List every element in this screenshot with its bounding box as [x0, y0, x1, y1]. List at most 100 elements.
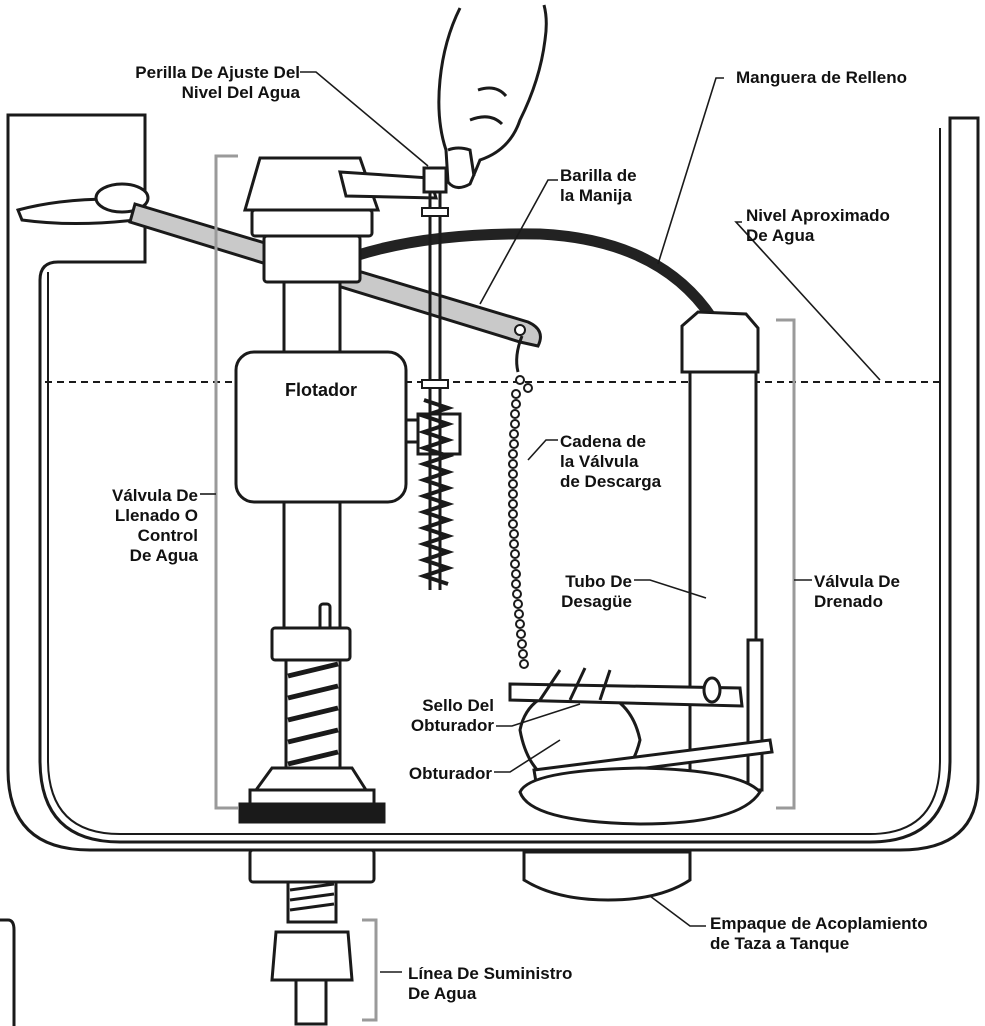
label-line: Manguera de Relleno [736, 68, 907, 87]
label-line: la Válvula [560, 452, 639, 471]
leader-gasket [649, 895, 706, 927]
label-line: Desagüe [561, 592, 632, 611]
label-overflow-tube: Tubo De Desagüe [534, 572, 632, 612]
label-line: Válvula De [112, 486, 198, 505]
label-flapper-seal: Sello Del Obturador [380, 696, 494, 736]
rod-collar [421, 379, 449, 389]
float-cup [234, 350, 408, 504]
supply-connector-thread-lines [289, 882, 335, 912]
leader-hose [657, 77, 724, 265]
label-line: la Manija [560, 186, 632, 205]
fill-valve-lower-shaft [282, 500, 342, 630]
label-flush-valve: Válvula De Drenado [814, 572, 900, 612]
label-line: Control [137, 526, 198, 545]
label-line: Perilla De Ajuste Del [135, 63, 300, 82]
leader-seal [496, 703, 581, 727]
thread-line [287, 661, 339, 679]
flush-valve-seat [518, 766, 762, 826]
supply-tube [294, 978, 328, 1026]
flapper-ribs [538, 667, 612, 701]
chain-link [515, 619, 525, 629]
chain-link [509, 429, 519, 439]
chain-link [512, 589, 522, 599]
leader-chain [527, 439, 558, 461]
label-line: Línea De Suministro [408, 964, 573, 983]
overflow-tube-shape [688, 364, 758, 788]
label-line: Válvula De [814, 572, 900, 591]
fill-valve-threads [287, 661, 339, 767]
label-flapper: Obturador [380, 764, 492, 784]
chain-hook [515, 335, 524, 373]
label-water-level: Nivel Aproximado De Agua [746, 206, 890, 246]
fill-valve-bracket [214, 154, 238, 810]
hand-finger [447, 146, 476, 177]
leader-lines [200, 71, 881, 973]
chain-link [519, 659, 529, 669]
label-refill-hose: Manguera de Relleno [736, 68, 907, 88]
leader-adjust [300, 71, 429, 167]
label-line: De Agua [746, 226, 815, 245]
label-line: Obturador [410, 716, 494, 735]
below-tank-parts [248, 848, 692, 1026]
brackets [214, 154, 796, 1022]
fill-valve-gasket [238, 802, 386, 824]
chain-link [508, 469, 518, 479]
supply-line-bracket [362, 918, 378, 1022]
chain-link [523, 383, 533, 393]
refill-hose-shape [349, 228, 718, 324]
supply-connector-thread [286, 880, 338, 924]
label-line: Barilla de [560, 166, 637, 185]
leader-tube [634, 579, 707, 599]
chain-link [514, 609, 524, 619]
flapper-seal-shape [508, 682, 744, 708]
thread-line [287, 727, 339, 745]
label-line: de Taza a Tanque [710, 934, 850, 953]
adjust-spring [417, 398, 455, 586]
chain-link [515, 375, 525, 385]
chain-link [510, 419, 520, 429]
label-line: Tubo De [565, 572, 632, 591]
label-line: Flotador [285, 380, 357, 400]
chain-link [508, 499, 518, 509]
chain-link [508, 479, 518, 489]
flush-valve-assembly [508, 310, 774, 826]
flapper-chain [508, 335, 533, 669]
tank-to-bowl-gasket-shape [522, 850, 692, 902]
chain-link [508, 489, 518, 499]
tank-inner-line [47, 128, 941, 835]
label-float: Flotador [236, 380, 406, 400]
label-fill-valve: Válvula De Llenado O Control De Agua [60, 486, 198, 566]
overflow-tube-cap [680, 310, 760, 374]
chain-link [508, 449, 518, 459]
chain-link [511, 399, 521, 409]
side-frame [0, 918, 16, 1026]
label-line: Llenado O [114, 506, 198, 525]
fill-valve-nut [270, 626, 352, 662]
chain-link [517, 639, 527, 649]
fill-valve-base-ring [248, 788, 376, 806]
leader-rod [479, 179, 558, 305]
adjust-rod [417, 166, 455, 590]
fill-valve-upper-shaft [282, 280, 342, 354]
hand-finger [477, 86, 508, 98]
leader-level [734, 221, 881, 381]
chain-link [508, 459, 518, 469]
chain-link [508, 519, 518, 529]
chain-link [513, 599, 523, 609]
rod-collar [421, 207, 449, 217]
label-adjust-knob: Perilla De Ajuste Del Nivel Del Agua [80, 63, 300, 103]
thread-line [287, 705, 339, 723]
label-chain: Cadena de la Válvula de Descarga [560, 432, 661, 492]
label-line: De Agua [408, 984, 477, 1003]
label-line: De Agua [129, 546, 198, 565]
chain-link [511, 569, 521, 579]
chain-link [511, 579, 521, 589]
thread-line [287, 683, 339, 701]
label-supply-line: Línea De Suministro De Agua [408, 964, 572, 1004]
toilet-tank [6, 113, 980, 852]
label-line: Empaque de Acoplamiento [710, 914, 928, 933]
chain-link [510, 549, 520, 559]
chain-link [516, 629, 526, 639]
supply-connector-nut [248, 848, 376, 884]
